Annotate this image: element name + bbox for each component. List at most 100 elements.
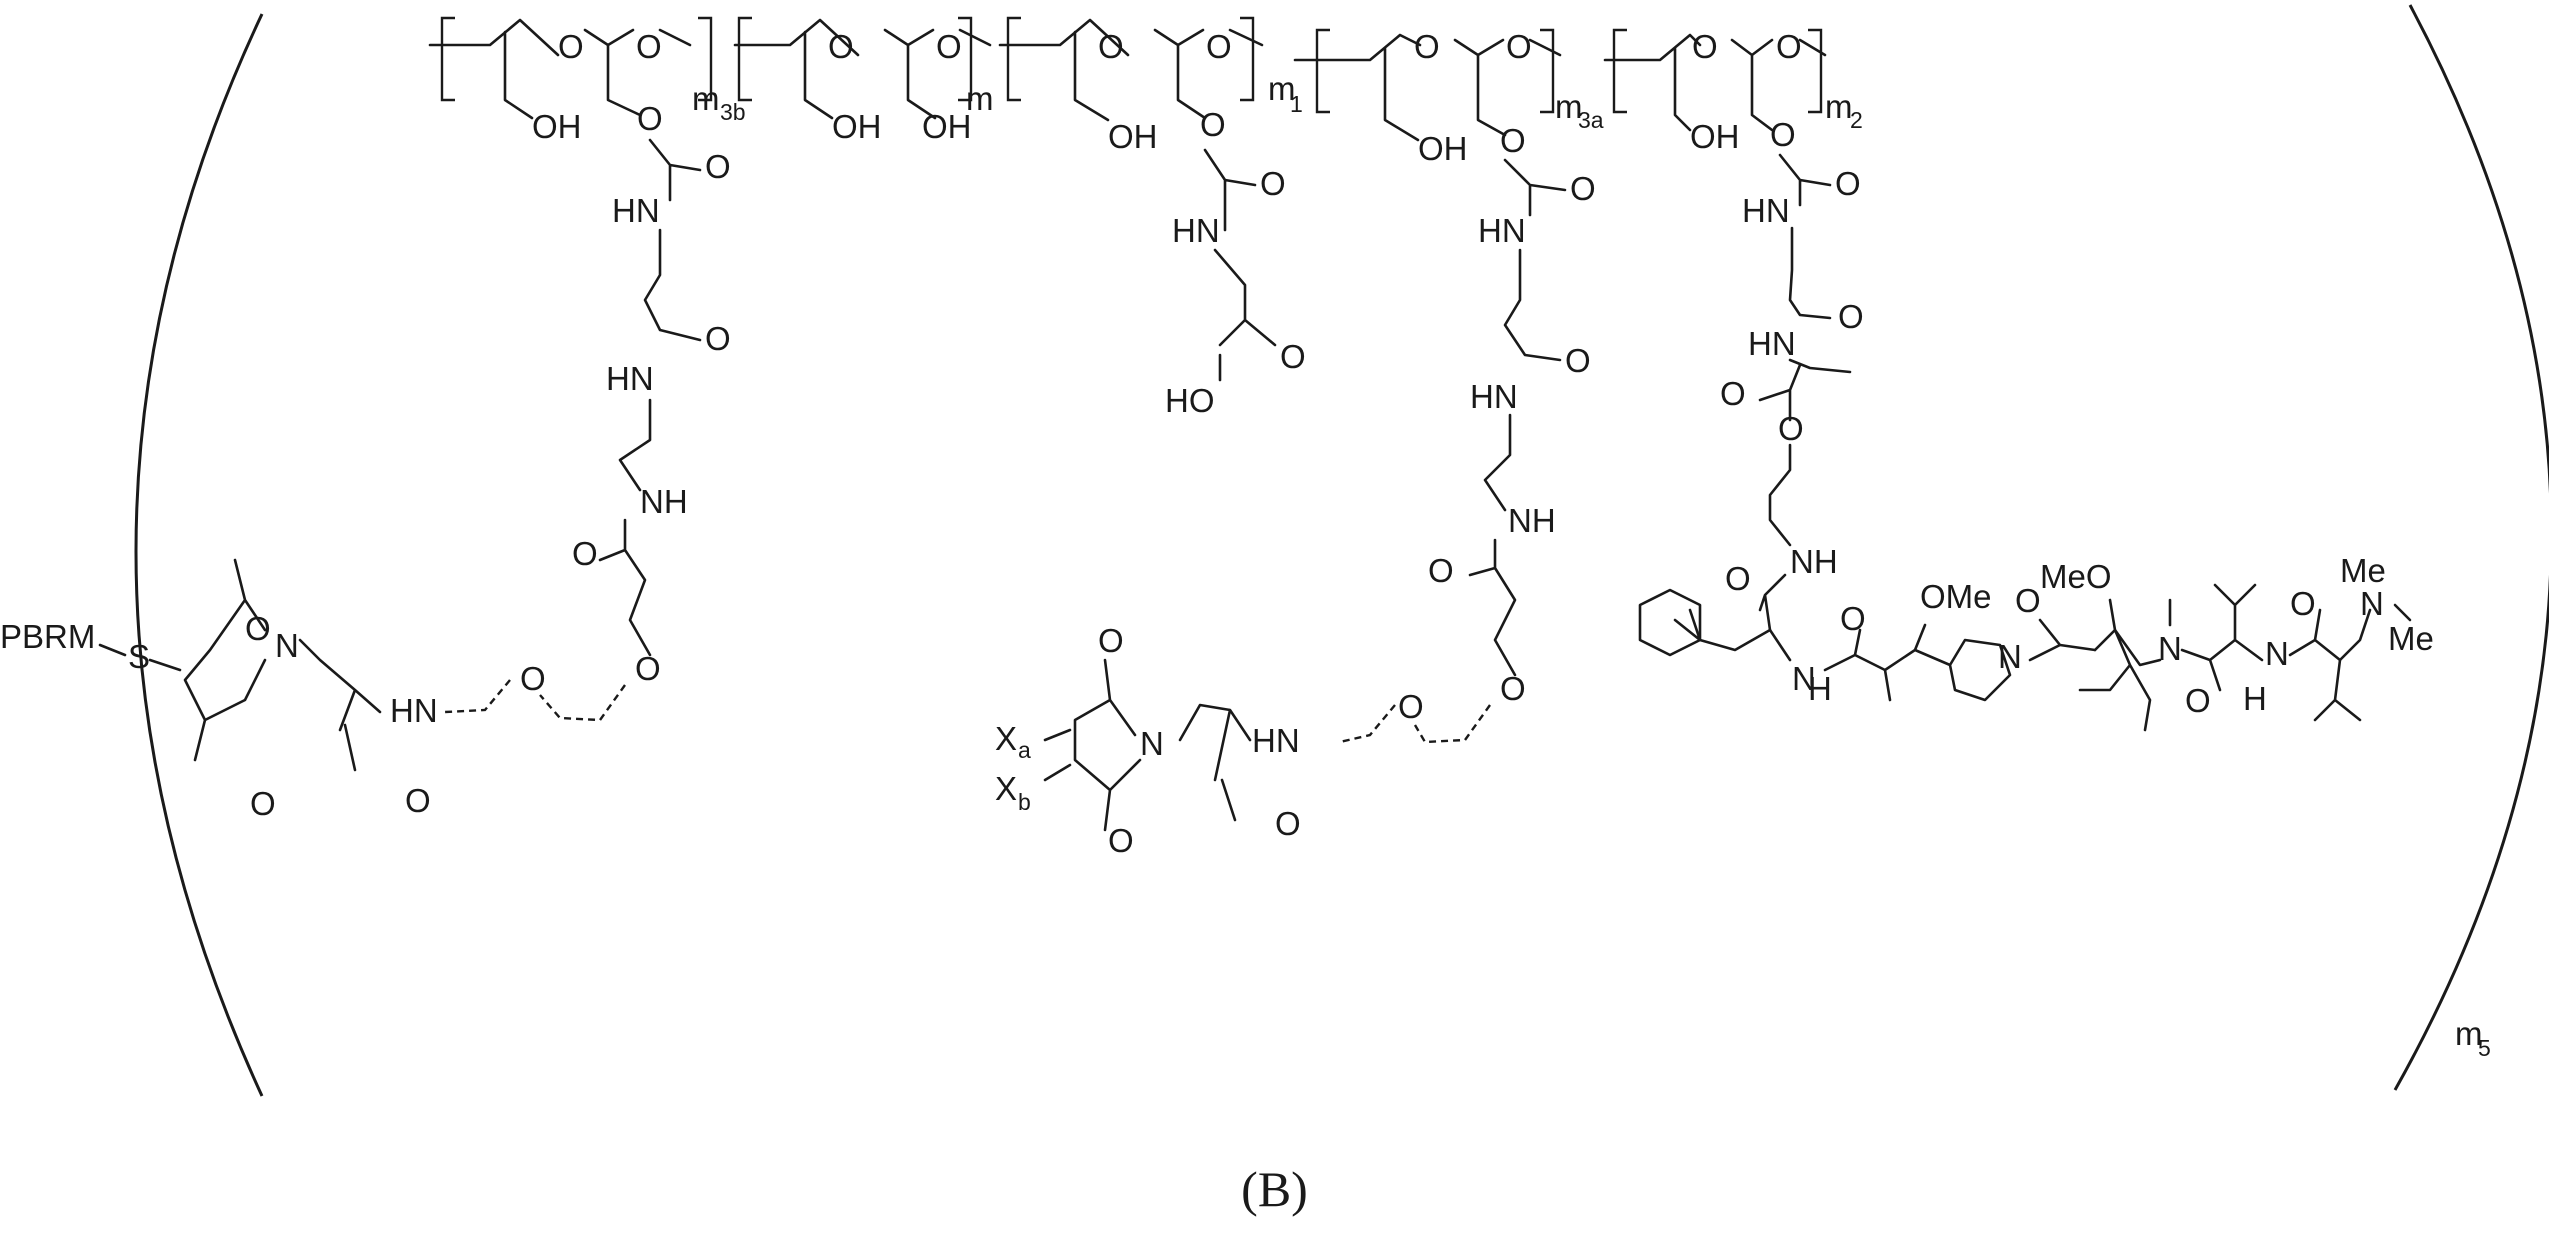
repeat-unit-m3a: O O OH O m 3a <box>1295 28 1604 167</box>
atom-label: 1 <box>1290 91 1303 117</box>
payload-chain-m2: O HN O HN O O NH O N H O OMe N O MeO N O… <box>1640 155 2434 730</box>
repeat-unit-m1: O O OH O m 1 <box>1000 18 1303 155</box>
atom-label: HN <box>1172 212 1220 249</box>
atom-label: O <box>1414 28 1440 65</box>
atom-label: X <box>995 720 1017 757</box>
atom-label: O <box>1835 165 1861 202</box>
atom-label: O <box>1720 375 1746 412</box>
atom-label: NH <box>640 483 688 520</box>
atom-label: HN <box>1748 325 1796 362</box>
atom-label: O <box>1692 28 1718 65</box>
atom-label: O <box>1776 28 1802 65</box>
atom-label: m <box>966 80 994 117</box>
atom-label: HN <box>390 692 438 729</box>
atom-label: O <box>1428 552 1454 589</box>
atom-label: N <box>2158 630 2182 667</box>
atom-label: O <box>1838 298 1864 335</box>
atom-label: OH <box>1690 118 1740 155</box>
atom-label: HN <box>606 360 654 397</box>
atom-label: O <box>2015 582 2041 619</box>
atom-label: OMe <box>1920 578 1992 615</box>
atom-label: O <box>1778 410 1804 447</box>
atom-label: O <box>1565 342 1591 379</box>
atom-label: O <box>936 28 962 65</box>
atom-label: OH <box>1108 118 1158 155</box>
polymer-backbone: O O OH O m 3b O O OH OH m O O OH O <box>430 18 1863 167</box>
figure-label: (B) <box>0 1160 2549 1218</box>
atom-label: O <box>1098 622 1124 659</box>
atom-label: O <box>1398 688 1424 725</box>
atom-label: O <box>245 610 271 647</box>
left-outer-parenthesis <box>136 14 262 1096</box>
repeat-unit-m3b: O O OH O m 3b <box>430 18 746 145</box>
atom-label: N <box>275 627 299 664</box>
atom-label: N <box>2360 585 2384 622</box>
atom-label: HN <box>1478 212 1526 249</box>
phenyl-ring <box>1640 590 1700 655</box>
atom-label: HO <box>1165 382 1215 419</box>
atom-label: OH <box>532 108 582 145</box>
atom-label: O <box>2290 585 2316 622</box>
atom-label: O <box>1840 600 1866 637</box>
acid-side-chain-m1: O HN O HO <box>1165 150 1306 419</box>
atom-label: HN <box>1742 192 1790 229</box>
linker-chain-m3a-maleimide: O HN O HN NH O O O HN O N O O X a X b <box>995 160 1596 859</box>
atom-label: O <box>558 28 584 65</box>
atom-label: O <box>637 100 663 137</box>
atom-label: O <box>1108 822 1134 859</box>
atom-label: Me <box>2388 620 2434 657</box>
atom-label: 2 <box>1850 107 1863 133</box>
atom-label: HN <box>1252 722 1300 759</box>
atom-label: N <box>1998 638 2022 675</box>
atom-label: O <box>635 650 661 687</box>
atom-label: H <box>2243 680 2267 717</box>
atom-label: O <box>1280 338 1306 375</box>
atom-label: O <box>520 660 546 697</box>
atom-label: O <box>405 782 431 819</box>
atom-label: O <box>1770 116 1796 153</box>
atom-label: N <box>1140 725 1164 762</box>
atom-label: O <box>1570 170 1596 207</box>
atom-label: O <box>1506 28 1532 65</box>
atom-label: O <box>572 535 598 572</box>
atom-label: O <box>1260 165 1286 202</box>
atom-label: O <box>1275 805 1301 842</box>
atom-label: O <box>828 28 854 65</box>
atom-label: X <box>995 770 1017 807</box>
atom-label: m <box>692 80 720 117</box>
atom-label: NH <box>1790 543 1838 580</box>
right-outer-parenthesis <box>2395 5 2549 1090</box>
atom-label: HN <box>1470 378 1518 415</box>
atom-label: S <box>128 638 150 675</box>
atom-label: N <box>2265 635 2289 672</box>
atom-label: a <box>1018 737 1031 763</box>
atom-label: O <box>2185 682 2211 719</box>
atom-label: O <box>1206 28 1232 65</box>
atom-label: OH <box>922 108 972 145</box>
atom-label: O <box>250 785 276 822</box>
atom-label: NH <box>1508 502 1556 539</box>
atom-label: MeO <box>2040 558 2112 595</box>
repeat-unit-m2: O O OH O m 2 <box>1605 28 1863 155</box>
atom-label: O <box>705 148 731 185</box>
atom-label: PBRM <box>0 618 95 655</box>
outer-brackets: m 5 <box>136 5 2549 1096</box>
atom-label: 3b <box>720 99 746 125</box>
repeat-unit-m: O O OH OH m <box>735 18 994 145</box>
atom-label: OH <box>1418 130 1468 167</box>
atom-label: Me <box>2340 552 2386 589</box>
atom-label: O <box>1500 122 1526 159</box>
atom-label: O <box>636 28 662 65</box>
atom-label: O <box>1098 28 1124 65</box>
subscript-m5-sub: 5 <box>2478 1035 2491 1061</box>
atom-label: 3a <box>1578 107 1604 133</box>
atom-label: m <box>1825 88 1853 125</box>
atom-label: O <box>705 320 731 357</box>
atom-label: O <box>1200 106 1226 143</box>
atom-label: HN <box>612 192 660 229</box>
atom-label: H <box>1808 670 1832 707</box>
atom-label: b <box>1018 789 1031 815</box>
atom-label: OH <box>832 108 882 145</box>
linker-chain-m3b-to-pbrm: O HN O HN NH O O O HN O N O O S PBRM <box>0 140 731 822</box>
